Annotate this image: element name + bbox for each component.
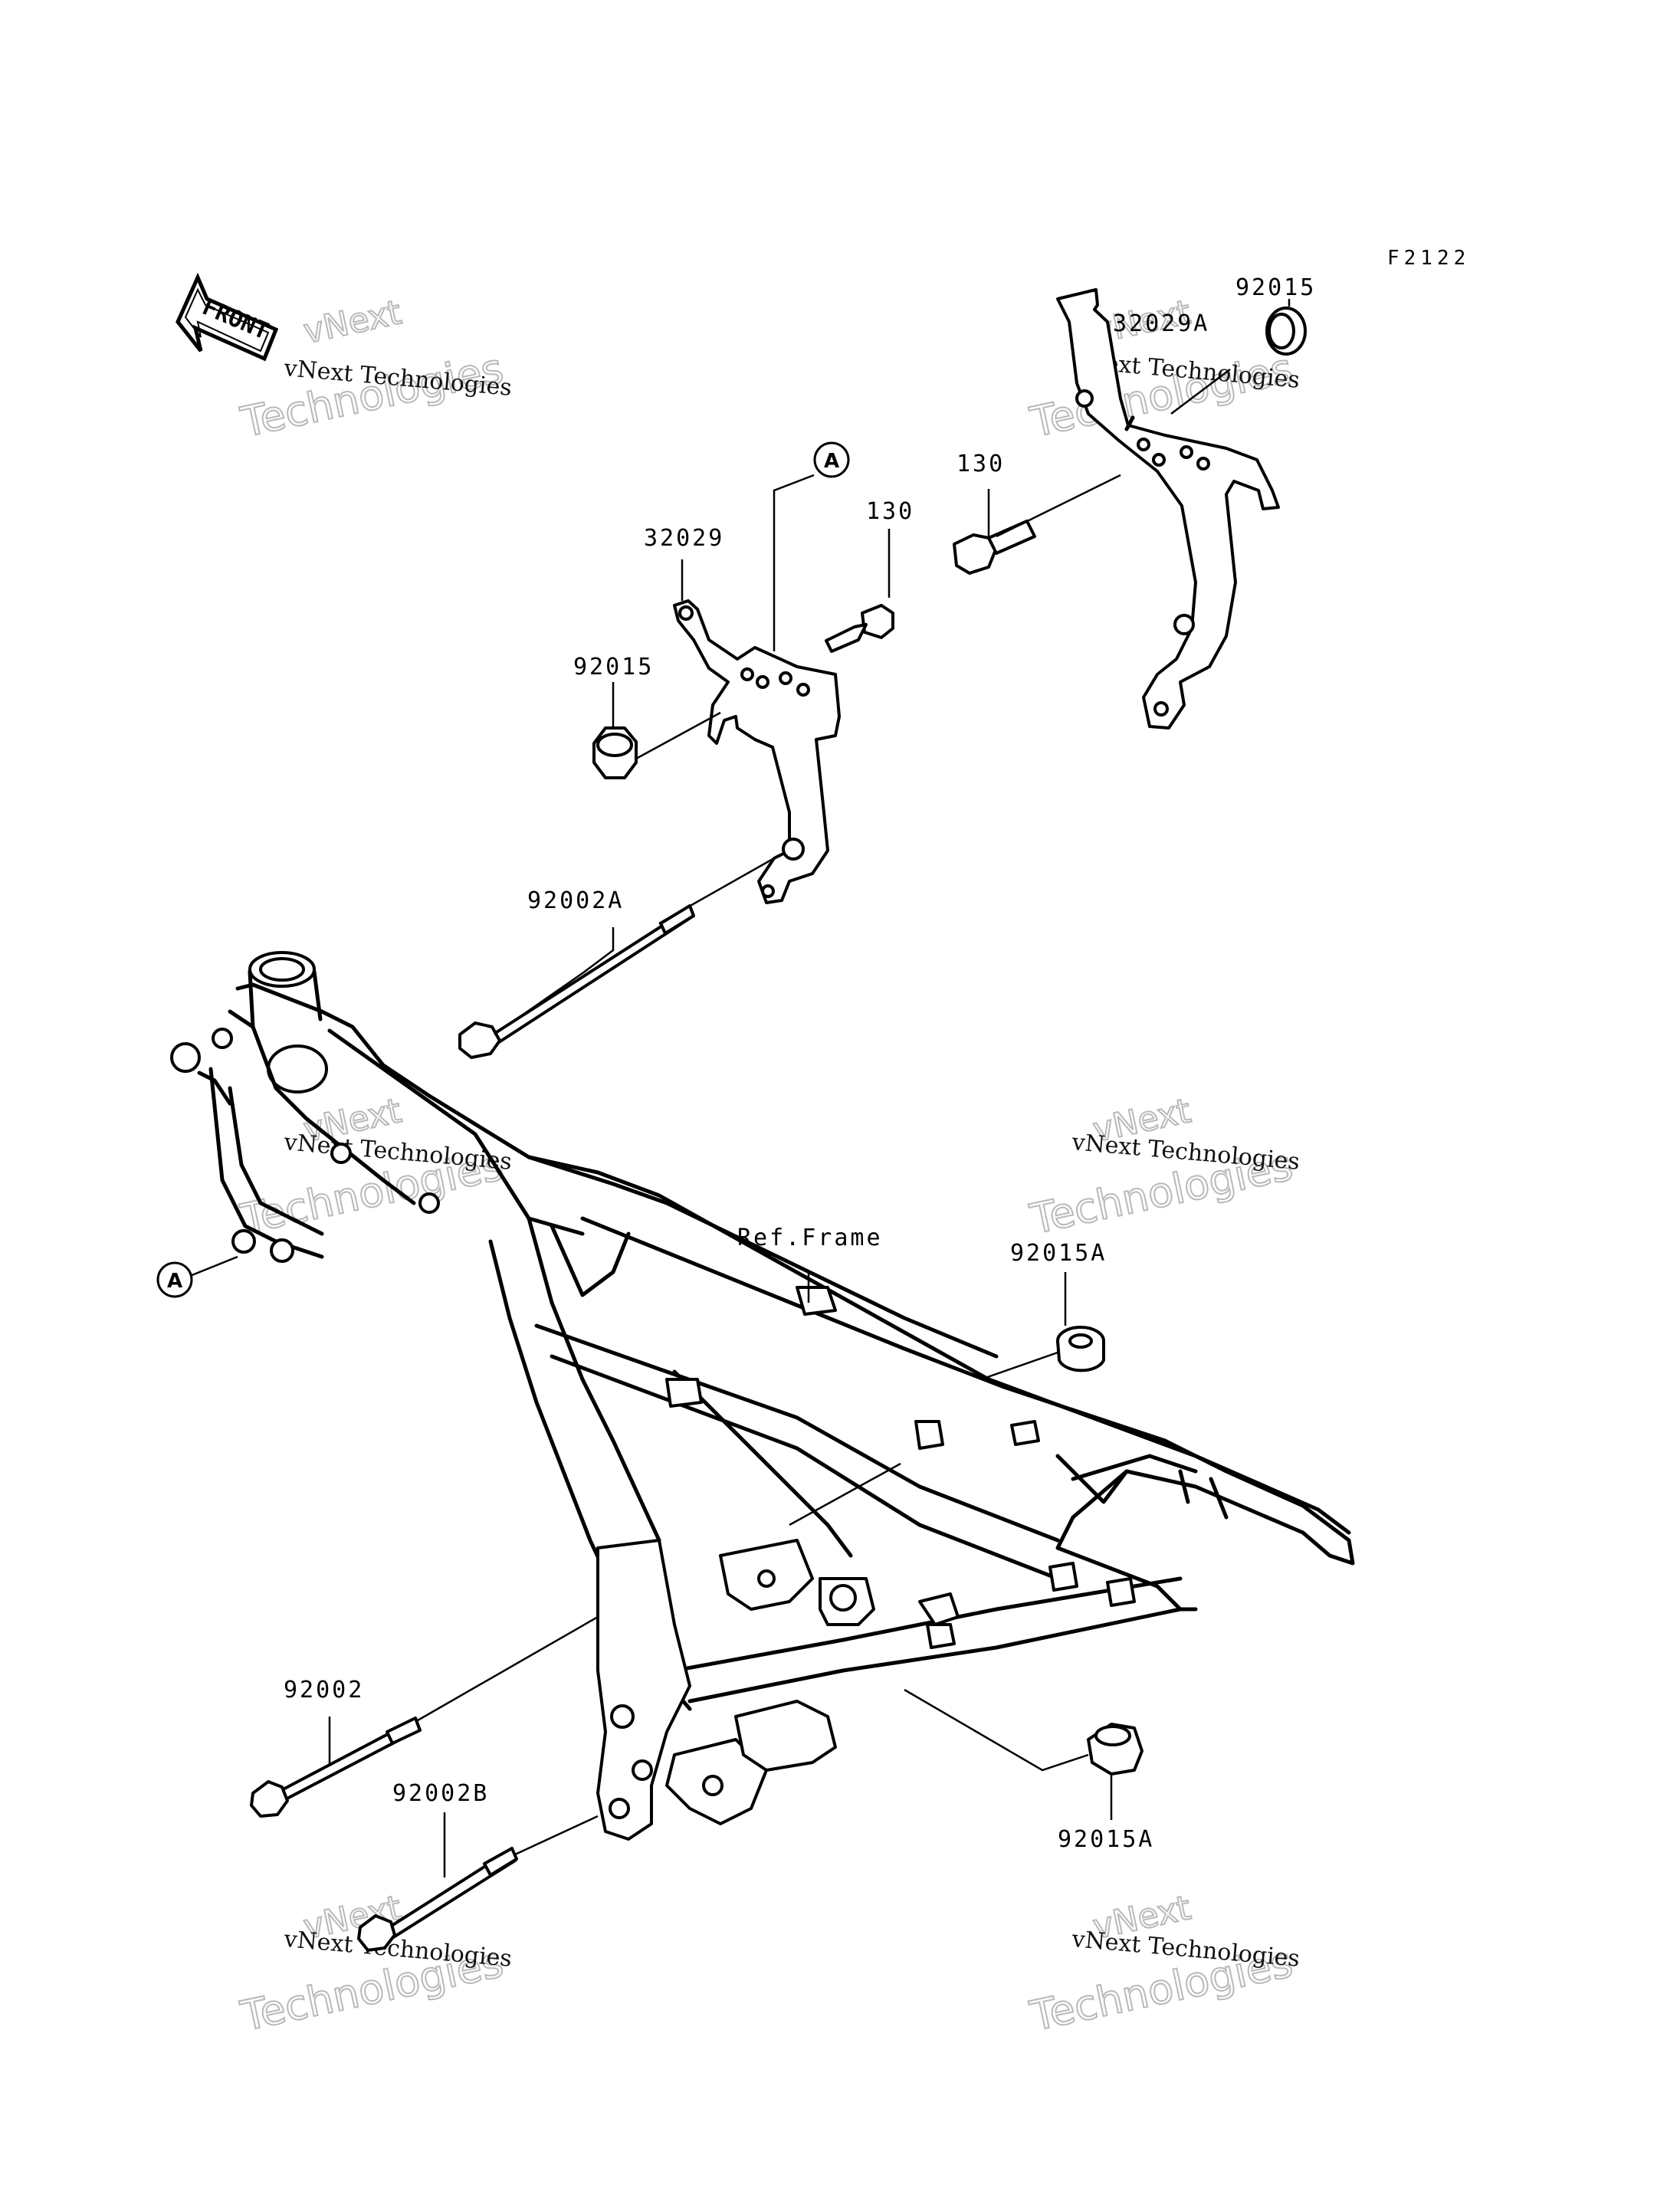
bracket-32029 (673, 599, 841, 904)
bolt-92002 (250, 1717, 422, 1818)
part-label-32029a: 32029A (1113, 310, 1209, 337)
collar-92015a-upper (1056, 1326, 1105, 1372)
bolt-92002b (357, 1847, 518, 1952)
watermark: vNext Technologies vNext Technologies (236, 1887, 514, 2041)
nut-92015-center (592, 726, 638, 779)
svg-text:A: A (824, 450, 839, 473)
watermark: vNext Technologies vNext Technologies (1025, 1090, 1301, 1244)
bolt-130-right (953, 520, 1036, 575)
part-label-92002a: 92002A (527, 887, 624, 914)
frame-reference-label: Ref.Frame (737, 1225, 883, 1251)
part-label-130-center: 130 (866, 498, 914, 525)
part-label-92015a-upper: 92015A (1010, 1240, 1107, 1267)
part-label-32029: 32029 (644, 525, 724, 552)
nut-92015-top (1265, 307, 1307, 356)
svg-text:A: A (167, 1270, 182, 1293)
bracket-32029a (1056, 288, 1280, 730)
bolt-92002a (458, 904, 695, 1059)
reference-marker-a-top: A (813, 441, 850, 478)
part-label-130-right: 130 (956, 451, 1005, 477)
part-label-92015-top: 92015 (1235, 274, 1316, 301)
front-arrow-icon: FRONT (176, 272, 279, 362)
motorcycle-frame (170, 951, 1355, 1841)
watermark: vNext Technologies vNext Technologies (236, 292, 514, 448)
watermark: vNext Technologies vNext Technologies (236, 1090, 514, 1244)
leader-lines (189, 299, 1291, 1877)
part-label-92002b: 92002B (392, 1780, 489, 1807)
part-label-92015-center: 92015 (573, 654, 654, 680)
svg-text:vNext: vNext (300, 293, 405, 352)
collar-92015a-lower (1087, 1723, 1144, 1776)
bolt-130-center (825, 604, 894, 653)
part-label-92002: 92002 (284, 1677, 364, 1703)
part-label-92015a-lower: 92015A (1058, 1826, 1154, 1853)
figure-code: F2122 (1387, 247, 1470, 270)
watermark: vNext Technologies vNext Technologies (1025, 1887, 1301, 2041)
reference-marker-a-bottom: A (156, 1261, 193, 1298)
